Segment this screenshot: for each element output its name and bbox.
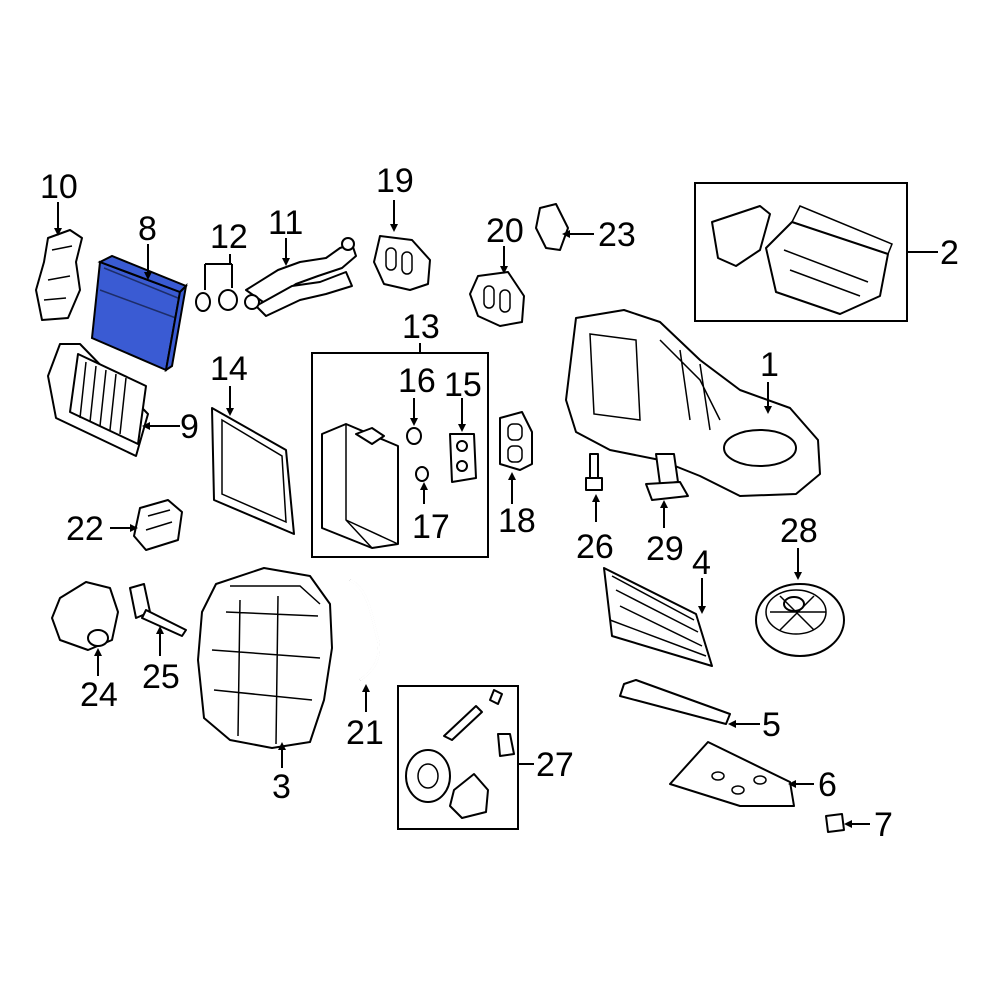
- label-3: 3: [272, 768, 291, 806]
- part-21-drain-tube[interactable]: [349, 578, 381, 682]
- label-9: 9: [180, 408, 199, 446]
- label-27: 27: [536, 746, 574, 784]
- label-6: 6: [818, 766, 837, 804]
- part-3-heater-housing[interactable]: [197, 567, 333, 749]
- label-25: 25: [142, 658, 180, 696]
- label-12: 12: [210, 218, 248, 256]
- part-13-expansion-block[interactable]: [321, 423, 399, 549]
- part-2-group-box: [694, 182, 908, 322]
- label-28: 28: [780, 512, 818, 550]
- label-4: 4: [692, 544, 711, 582]
- label-8: 8: [138, 210, 157, 248]
- part-27-group-box: [397, 685, 519, 830]
- label-7: 7: [874, 806, 893, 844]
- part-24-actuator-motor[interactable]: [51, 581, 119, 651]
- callout-labels: 10 8 9 12 11 19 20 23 2 13 16 15 17 18 1…: [40, 162, 959, 844]
- label-11: 11: [268, 204, 303, 242]
- part-7-nut[interactable]: [825, 813, 845, 833]
- label-14: 14: [210, 350, 248, 388]
- part-2-housing-cover[interactable]: [711, 205, 893, 315]
- part-19-gasket[interactable]: [373, 235, 431, 291]
- part-11-hose-assembly[interactable]: [244, 237, 357, 317]
- part-10-duct-bracket[interactable]: [35, 229, 83, 321]
- label-15: 15: [444, 366, 482, 404]
- label-21: 21: [346, 714, 384, 752]
- label-22: 22: [66, 510, 104, 548]
- label-2: 2: [940, 234, 959, 272]
- part-6-bottom-cover[interactable]: [669, 741, 795, 807]
- part-14-filter-frame[interactable]: [211, 407, 295, 535]
- label-13: 13: [402, 308, 440, 346]
- part-5-bracket[interactable]: [619, 679, 731, 725]
- part-22-actuator[interactable]: [133, 499, 183, 551]
- leader-lines: [54, 200, 938, 828]
- part-20-gasket[interactable]: [469, 271, 525, 327]
- part-17-o-ring[interactable]: [415, 466, 429, 482]
- part-28-blower-motor[interactable]: [755, 583, 845, 657]
- part-8-evaporator-core[interactable]: [90, 254, 188, 373]
- label-26: 26: [576, 528, 614, 566]
- label-1: 1: [760, 346, 779, 384]
- part-4-air-filter[interactable]: [603, 567, 713, 667]
- part-29-clip[interactable]: [645, 453, 689, 501]
- part-15-expansion-valve[interactable]: [449, 433, 477, 483]
- part-1-hvac-housing[interactable]: [565, 309, 821, 497]
- label-10: 10: [40, 168, 78, 206]
- part-25-sensor[interactable]: [129, 583, 187, 637]
- part-16-o-ring[interactable]: [406, 427, 422, 445]
- label-16: 16: [398, 362, 436, 400]
- part-26-screw[interactable]: [585, 453, 603, 491]
- part-13-group-box: [311, 352, 489, 558]
- part-12-clamps[interactable]: [195, 289, 238, 312]
- part-27-actuator-kit[interactable]: [405, 689, 515, 819]
- part-9-heater-core[interactable]: [47, 343, 149, 457]
- label-20: 20: [486, 212, 524, 250]
- label-24: 24: [80, 676, 118, 714]
- label-17: 17: [412, 508, 450, 546]
- label-23: 23: [598, 216, 636, 254]
- label-18: 18: [498, 502, 536, 540]
- label-29: 29: [646, 530, 684, 568]
- part-23-sensor-clip[interactable]: [535, 203, 569, 251]
- part-18-seal[interactable]: [499, 411, 533, 471]
- label-5: 5: [762, 706, 781, 744]
- label-19: 19: [376, 162, 414, 200]
